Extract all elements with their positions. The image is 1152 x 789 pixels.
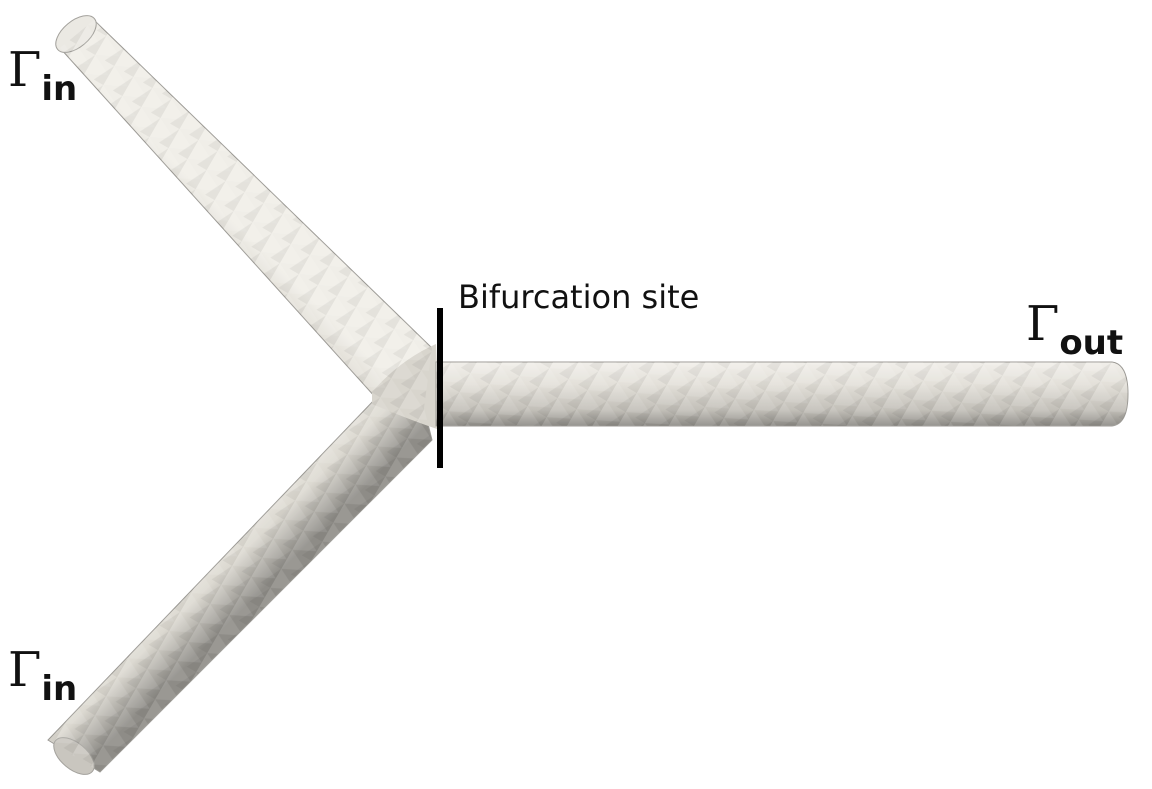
inlet-label-top: Γin	[8, 42, 77, 109]
vessel-mesh	[47, 15, 1129, 775]
inlet-label-bottom: Γin	[8, 642, 77, 709]
mesh-facets-lower	[48, 398, 432, 772]
mesh-facets-outlet	[436, 362, 1128, 426]
bifurcation-site-label: Bifurcation site	[458, 278, 699, 316]
outlet-label: Γout	[1026, 296, 1123, 363]
mesh-facets-upper	[60, 20, 432, 408]
